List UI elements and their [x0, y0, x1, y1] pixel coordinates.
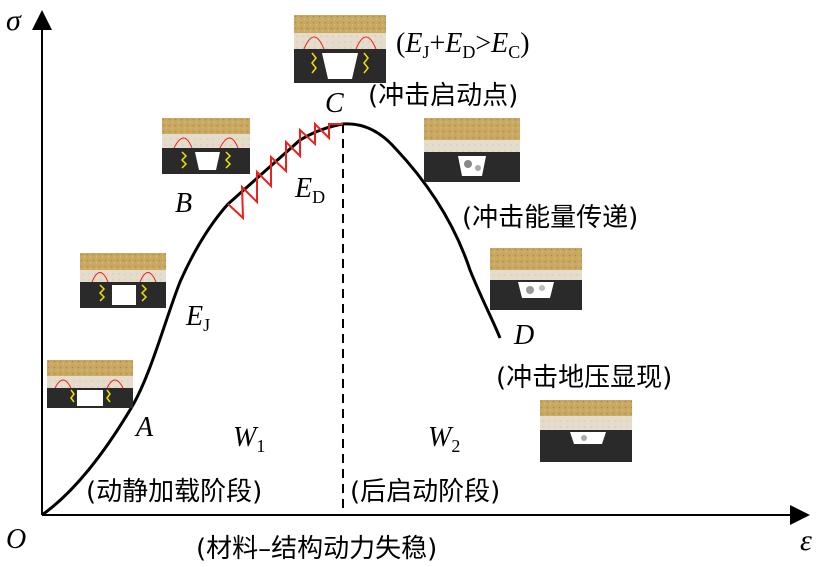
point-B: B: [175, 188, 192, 219]
phase-manifestation: (冲击地压显现): [496, 363, 672, 393]
rock-sample-D: [540, 400, 632, 462]
phase-energy-transfer: (冲击能量传递): [462, 203, 638, 233]
rock-sample-C: [294, 15, 386, 83]
work-W2: W2: [428, 422, 460, 456]
rock-sample-A: [47, 360, 133, 408]
x-axis-label: ε: [800, 524, 812, 557]
energy-EJ: EJ: [185, 301, 210, 335]
rock-sample-EJ: [80, 253, 166, 308]
phase-post-start: (后启动阶段): [350, 477, 500, 507]
work-W1: W1: [233, 422, 265, 456]
phase-instability: (材料–结构动力失稳): [196, 534, 437, 564]
phase-start-point: (冲击启动点): [368, 81, 518, 111]
energy-condition: (EJ+ED>EC): [396, 28, 530, 62]
phase-static-loading: (动静加载阶段): [86, 477, 262, 507]
rock-sample-transfer: [490, 248, 582, 310]
point-A: A: [134, 412, 154, 443]
point-C: C: [325, 88, 344, 119]
energy-spring: [227, 121, 343, 221]
rock-sample-post-start: [424, 118, 520, 182]
energy-ED: ED: [294, 173, 325, 207]
y-axis-label: σ: [6, 4, 22, 37]
rock-sample-B: [162, 118, 250, 174]
point-D: D: [513, 320, 534, 351]
origin-label: O: [6, 524, 26, 555]
